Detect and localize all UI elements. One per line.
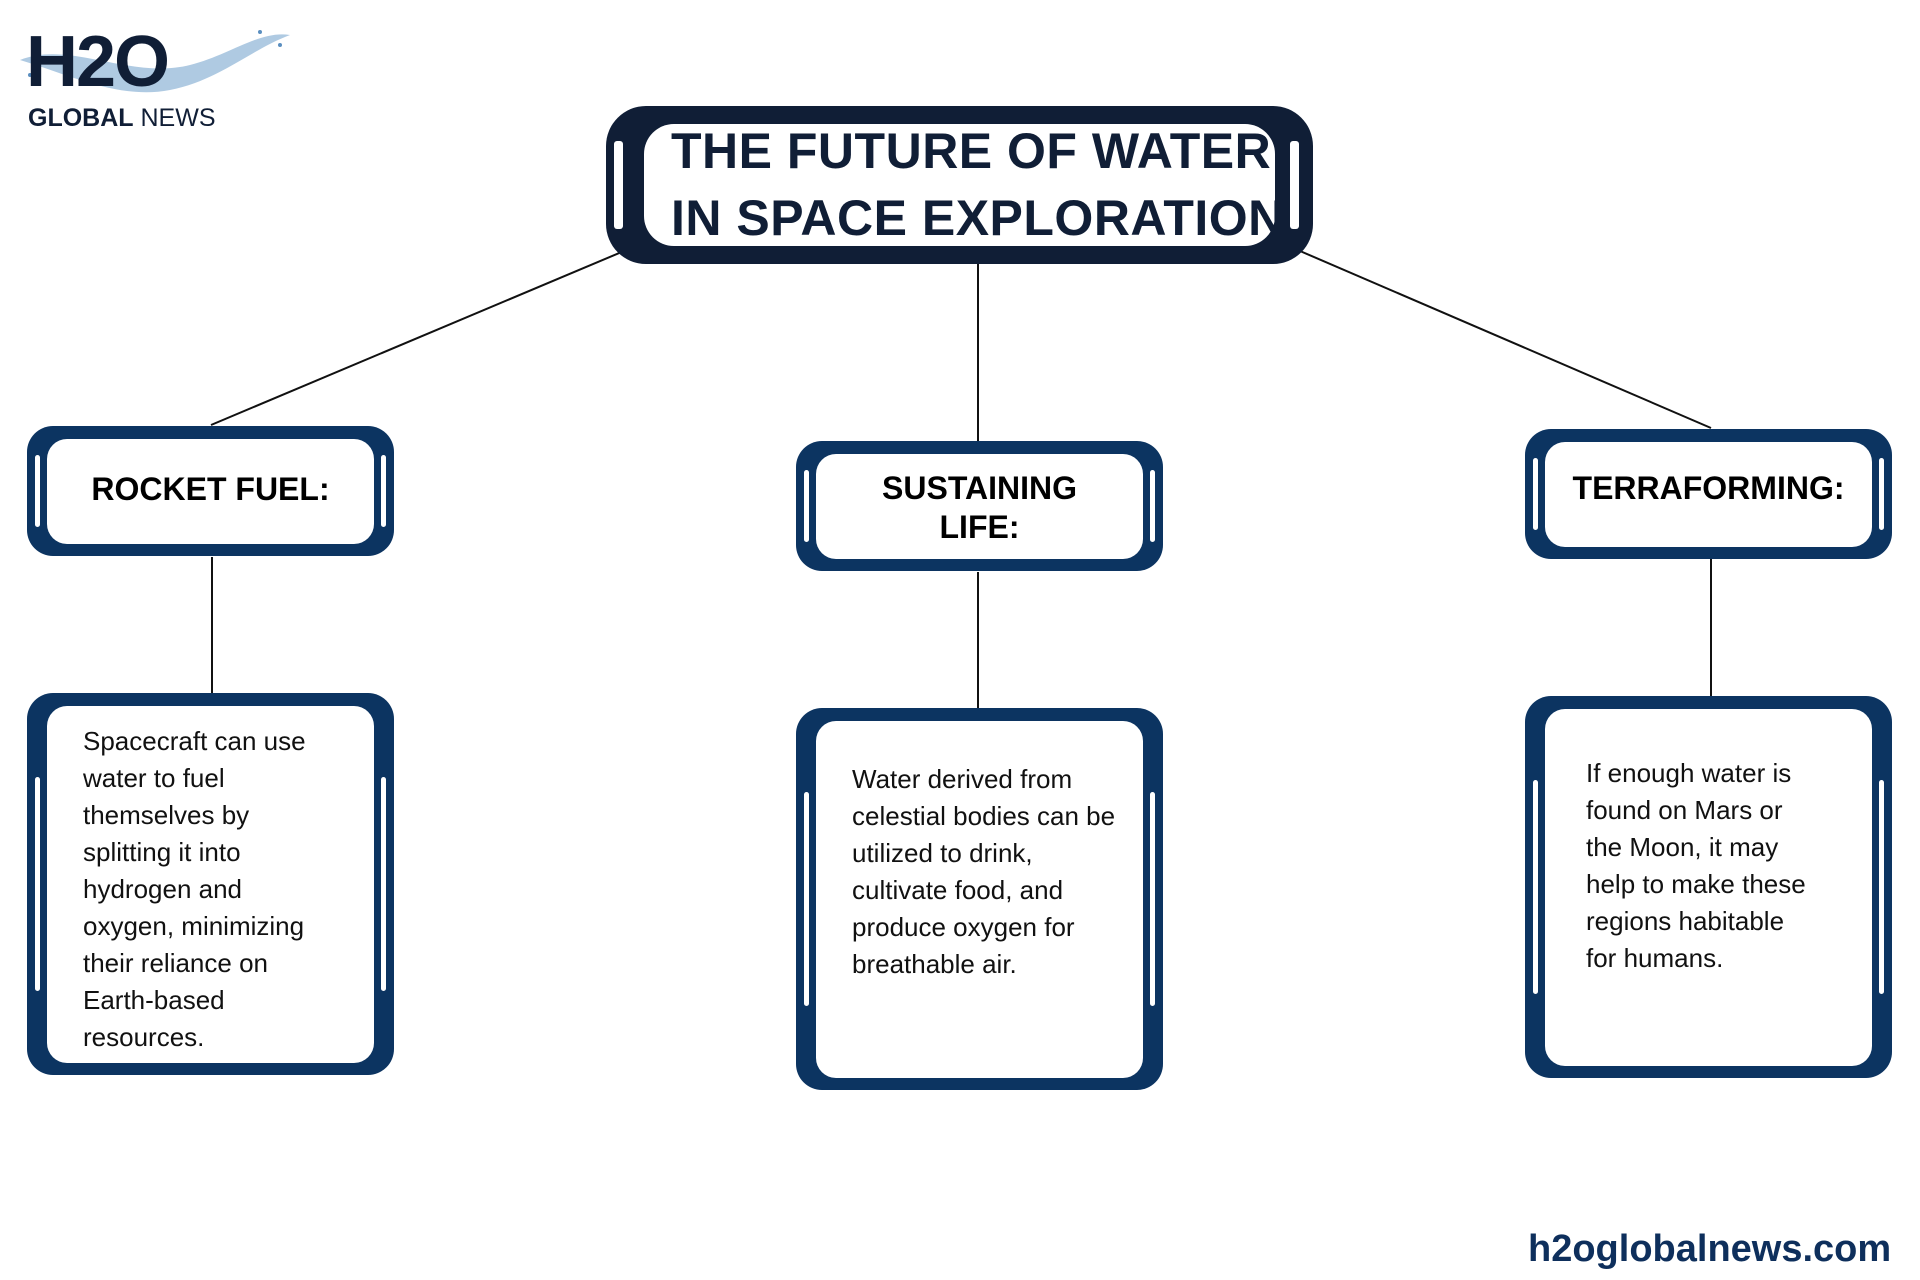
logo-h2o: H2O: [26, 22, 170, 102]
rocket-fuel-label-box: [27, 426, 394, 556]
sustaining-life-body-box: [796, 708, 1163, 1090]
terraforming-label-box: [1525, 429, 1892, 559]
title-line-1: THE FUTURE OF WATER: [671, 123, 1272, 179]
rocket-fuel-label: ROCKET FUEL:: [91, 471, 330, 507]
logo-news: NEWS: [140, 104, 216, 132]
connector-title-rocket: [210, 250, 625, 426]
rocket-fuel-body-box: [27, 693, 394, 1075]
title-line-2: IN SPACE EXPLORATION: [671, 190, 1285, 246]
connector-title-terraforming: [1299, 250, 1712, 429]
terraforming-label: TERRAFORMING:: [1572, 470, 1845, 506]
terraforming-body-box: [1525, 696, 1892, 1078]
title-box: [606, 106, 1313, 264]
water-splash-icon: [20, 30, 290, 93]
logo-global: GLOBAL: [28, 104, 134, 132]
sustaining-life-label-box: [796, 441, 1163, 571]
logo: H2O GLOBAL NEWS: [10, 20, 290, 140]
page-title: THE FUTURE OF WATER IN SPACE EXPLORATION: [671, 118, 1285, 252]
footer-url[interactable]: h2oglobalnews.com: [1528, 1228, 1892, 1270]
